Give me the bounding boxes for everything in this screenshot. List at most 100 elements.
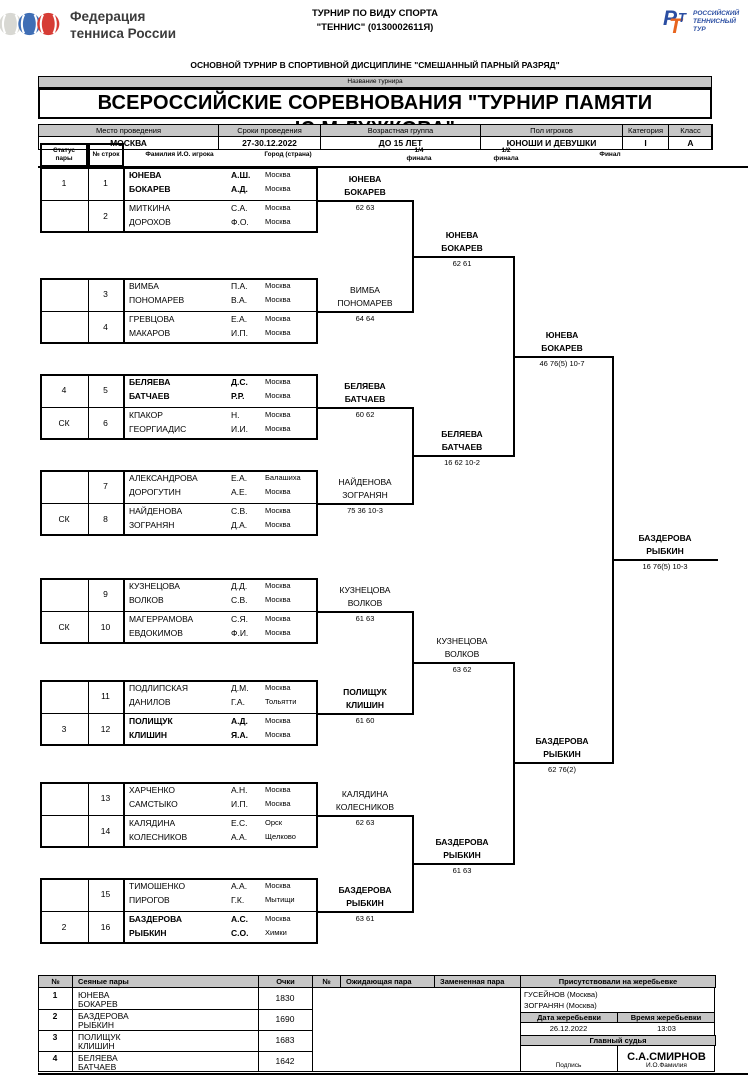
finalist-2-name2: РЫБКИН (543, 749, 581, 759)
pair-box-3-row-sep (40, 407, 318, 408)
pair-3-number: 3 (103, 289, 108, 300)
seeded-4-number: 4 (52, 1053, 58, 1063)
pair-13-player2-initials: И.П. (231, 799, 248, 809)
pair-box-2-row-sep (40, 311, 318, 312)
pair-3-player1-initials: П.А. (231, 281, 248, 291)
seeded-1-number: 1 (52, 990, 58, 1000)
pair-4-player2-initials: И.П. (231, 328, 248, 338)
qf-winner-4-score: 75 36 10-3 (347, 506, 383, 515)
pair-3-status (40, 278, 88, 311)
pair-1-player1-city: Москва (265, 170, 291, 179)
pair-15-player2-surname: ПИРОГОВ (129, 895, 170, 905)
referee-label: Главный судья (520, 1035, 716, 1046)
pair-1-player1-initials: А.Ш. (231, 170, 251, 180)
sf-winner-4-line (412, 863, 513, 865)
qf-winner-6-name2: КЛИШИН (345, 700, 385, 710)
rtt-text-line3: ТУР (693, 26, 706, 33)
pair-6-player1-initials: Н. (231, 410, 240, 420)
seeded-1-player2: БОКАРЕВ (78, 999, 118, 1009)
pair-box-8-row-sep (40, 911, 318, 912)
pair-12-player1-city: Москва (265, 716, 291, 725)
sf-winner-1-score: 62 61 (452, 259, 472, 268)
pair-13-number: 13 (100, 793, 111, 804)
pair-12-status: 3 (61, 724, 67, 735)
pair-6-status: СК (58, 418, 70, 429)
pair-1-player2-surname: БОКАРЕВ (129, 184, 171, 194)
pair-10-player1-city: Москва (265, 614, 291, 623)
pair-12-player2-surname: КЛИШИН (129, 730, 168, 740)
pair-8-number: 8 (103, 514, 108, 525)
sf-winner-1-name2: БОКАРЕВ (441, 243, 483, 253)
pair-12-player1-initials: А.Д. (231, 716, 248, 726)
qf-winner-5-line (318, 611, 412, 613)
seeded-3-points: 1683 (275, 1035, 295, 1046)
pair-3-player2-surname: ПОНОМАРЕВ (129, 295, 185, 305)
pair-8-player1-surname: НАЙДЕНОВА (129, 506, 183, 516)
pair-2-player1-city: Москва (265, 203, 291, 212)
bracket-header-city: Город (страна) (264, 150, 312, 158)
signature-label: Подпись (555, 1062, 582, 1069)
champion-name2: РЫБКИН (646, 546, 684, 556)
pair-11-number: 11 (101, 691, 110, 702)
pair-2-number: 2 (103, 211, 108, 222)
pair-16-player1-city: Москва (265, 914, 291, 923)
signature-vline (617, 1046, 618, 1072)
pair-3-player2-city: Москва (265, 295, 291, 304)
qf-winner-4-name1: НАЙДЕНОВА (338, 477, 392, 487)
pair-11-player2-city: Тольятти (265, 697, 297, 706)
pair-7-player1-city: Балашиха (265, 473, 301, 482)
pair-13-status (40, 782, 88, 815)
pair-6-player2-city: Москва (265, 424, 291, 433)
seeded-2-player1: БАЗДЕРОВА (78, 1011, 129, 1021)
pair-1-player1-surname: ЮНЕВА (129, 170, 162, 180)
qf-winner-3-name1: БЕЛЯЕВА (344, 381, 386, 391)
seeded-4-player2: БАТЧАЕВ (78, 1062, 117, 1072)
pair-3-player1-surname: ВИМБА (129, 281, 159, 291)
pair-11-player1-surname: ПОДЛИПСКАЯ (129, 683, 188, 693)
seeded-1-player1: ЮНЕВА (78, 990, 110, 1000)
pair-box-1-row-sep (40, 200, 318, 201)
finalist-1-name1: ЮНЕВА (545, 330, 579, 340)
pair-11-player1-city: Москва (265, 683, 291, 692)
discipline-subtitle: ОСНОВНОЙ ТУРНИР В СПОРТИВНОЙ ДИСЦИПЛИНЕ … (190, 60, 560, 70)
pair-11-player2-initials: Г.А. (231, 697, 245, 707)
qf-winner-8-score: 63 61 (355, 914, 375, 923)
pair-14-player1-initials: Е.С. (231, 818, 248, 828)
seeded-row-sep-1 (38, 1009, 312, 1010)
pair-9-player1-surname: КУЗНЕЦОВА (129, 581, 180, 591)
pair-9-player1-initials: Д.Д. (231, 581, 248, 591)
pair-7-player1-initials: Е.А. (231, 473, 248, 483)
qf-winner-6-line (318, 713, 412, 715)
pair-16-player1-surname: БАЗДЕРОВА (129, 914, 182, 924)
seeded-1-points: 1830 (275, 993, 295, 1004)
qf-winner-1-line (318, 200, 412, 202)
pair-16-number: 16 (100, 922, 111, 933)
pair-16-status: 2 (61, 922, 67, 933)
tournament-type-line2: "ТЕННИС" (0130002611Я) (316, 21, 434, 33)
pair-12-player2-city: Москва (265, 730, 291, 739)
pair-7-player2-surname: ДОРОГУТИН (129, 487, 181, 497)
footer-body-vline-2 (312, 988, 313, 1072)
tournament-type-line1: ТУРНИР ПО ВИДУ СПОРТА (311, 8, 439, 19)
pair-6-player1-surname: КПАКОР (129, 410, 163, 420)
qf-winner-1-name2: БОКАРЕВ (344, 187, 386, 197)
pair-15-player1-city: Москва (265, 881, 291, 890)
sf-winner-1-line (412, 256, 513, 258)
page-title: ВСЕРОССИЙСКИЕ СОРЕВНОВАНИЯ "ТУРНИР ПАМЯТ… (38, 88, 712, 140)
pair-14-player2-surname: КОЛЕСНИКОВ (129, 832, 188, 842)
sf-winner-4-score: 61 63 (452, 866, 472, 875)
pair-14-status (40, 815, 88, 848)
qf-winner-3-score: 60 62 (355, 410, 375, 419)
bracket-header-lineno: № строк (92, 150, 120, 158)
pair-3-player1-city: Москва (265, 281, 291, 290)
pair-15-status (40, 878, 88, 911)
pair-6-player2-surname: ГЕОРГИАДИС (129, 424, 187, 434)
pair-5-player2-city: Москва (265, 391, 291, 400)
pair-13-player2-surname: САМСТЫКО (129, 799, 178, 809)
qf-winner-2-score: 64 64 (355, 314, 375, 323)
attendee-2: ЗОГРАНЯН (Москва) (524, 1001, 597, 1010)
pair-8-status: СК (58, 514, 70, 525)
pair-4-player2-surname: МАКАРОВ (129, 328, 171, 338)
